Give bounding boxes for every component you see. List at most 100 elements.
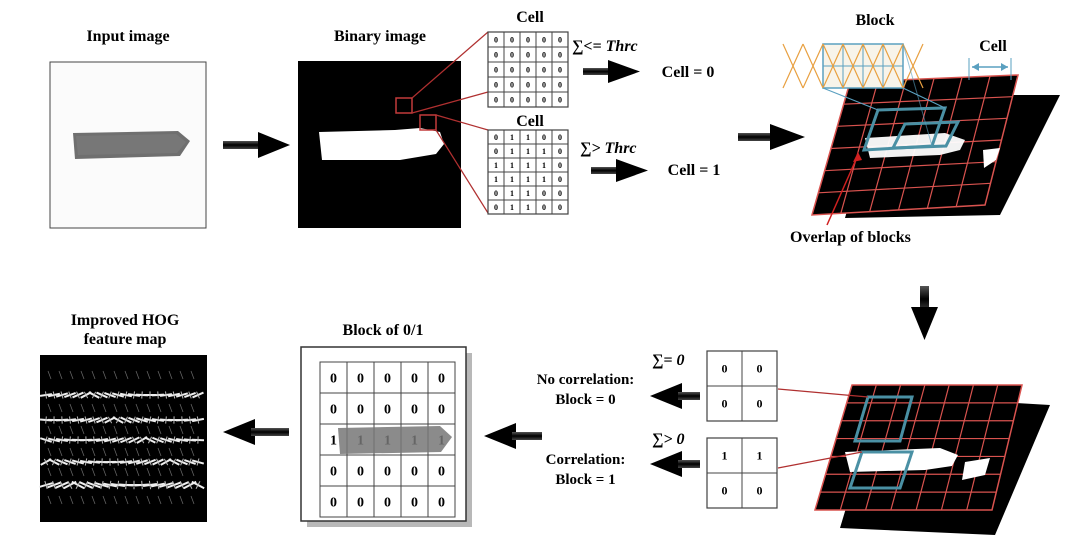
cell-grid-zero-value: 0 xyxy=(542,65,546,74)
cell-grid-one-value: 0 xyxy=(494,147,498,156)
perspective-grid-bottom xyxy=(777,384,1050,535)
arrow-to-block-grid xyxy=(484,423,542,449)
small-block-bottom-value: 1 xyxy=(722,449,728,463)
label-cell-top: Cell xyxy=(516,9,544,26)
block-grid-value: 0 xyxy=(384,371,391,386)
cell-grid-one-value: 1 xyxy=(510,175,514,184)
block-grid-value: 0 xyxy=(384,495,391,510)
label-block-equals-1: Block = 1 xyxy=(555,472,616,488)
cell-grid-zero-value: 0 xyxy=(558,95,562,104)
arrow-down xyxy=(911,286,938,340)
block-grid-value: 0 xyxy=(438,371,445,386)
cell-grid-one-value: 1 xyxy=(510,133,514,142)
cell-grid-one-value: 1 xyxy=(494,175,498,184)
label-sum-gt-threshold: ∑> Thrc xyxy=(580,140,637,157)
block-grid-cell xyxy=(427,485,456,518)
cell-grid-zero-value: 0 xyxy=(542,35,546,44)
cell-grid-zero-value: 0 xyxy=(510,35,514,44)
block-grid-value: 1 xyxy=(330,433,337,448)
cell-grid-zero-value: 0 xyxy=(510,65,514,74)
cell-grid-zero-value: 0 xyxy=(510,50,514,59)
cell-grid-one-value: 0 xyxy=(542,203,546,212)
input-image-panel xyxy=(49,61,207,229)
small-block-top-value: 0 xyxy=(757,397,763,411)
label-hog-line2: feature map xyxy=(83,331,167,348)
binary-image-panel xyxy=(298,31,489,228)
cell-grid-one-value: 0 xyxy=(494,133,498,142)
label-block: Block xyxy=(855,12,895,29)
arrow-input-to-binary xyxy=(223,132,290,158)
cell-grid-one-cell xyxy=(551,199,569,215)
cell-grid-one-value: 1 xyxy=(510,147,514,156)
block-grid-value: 0 xyxy=(438,464,445,479)
block-grid-value: 0 xyxy=(411,495,418,510)
block-grid-value: 0 xyxy=(330,495,337,510)
label-correlation: Correlation: xyxy=(545,452,626,468)
small-block-bottom-cell xyxy=(741,472,778,509)
cell-grid-zero-value: 0 xyxy=(494,35,498,44)
label-cell-equals-0: Cell = 0 xyxy=(661,64,715,81)
small-block-bottom-value: 0 xyxy=(722,484,728,498)
cell-grid-zero-value: 0 xyxy=(526,65,530,74)
arrow-no-correlation xyxy=(650,383,700,409)
cell-grid-one-value: 0 xyxy=(494,189,498,198)
cell-grid-one-value: 0 xyxy=(542,133,546,142)
arrow-to-hog xyxy=(223,419,289,445)
label-cell-right: Cell xyxy=(979,38,1007,55)
block-grid-value: 0 xyxy=(357,495,364,510)
label-sum-gt-0: ∑> 0 xyxy=(652,431,685,448)
label-binary-image: Binary image xyxy=(334,28,426,45)
arrow-correlation xyxy=(650,451,700,477)
arrow-to-block-view xyxy=(738,124,805,150)
small-block-bottom-value: 1 xyxy=(757,449,763,463)
small-block-bottom-value: 0 xyxy=(757,484,763,498)
block-grid-value: 0 xyxy=(330,371,337,386)
cell-grid-one-value: 1 xyxy=(526,189,530,198)
cell-grid-one-value: 1 xyxy=(526,161,530,170)
block-grid-value: 0 xyxy=(438,402,445,417)
label-input-image: Input image xyxy=(86,28,170,45)
block-grid-value: 0 xyxy=(357,464,364,479)
label-no-correlation: No correlation: xyxy=(536,372,635,388)
label-sum-eq-0: ∑= 0 xyxy=(652,352,685,369)
cell-grid-zero-value: 0 xyxy=(558,35,562,44)
label-hog-line1: Improved HOG xyxy=(70,312,180,329)
cell-grid-one-value: 0 xyxy=(558,175,562,184)
cell-grid-one-value: 1 xyxy=(542,175,546,184)
block-grid-value: 0 xyxy=(411,464,418,479)
small-block-top-value: 0 xyxy=(722,362,728,376)
block-grid-value: 0 xyxy=(438,495,445,510)
block-grid-value: 0 xyxy=(384,464,391,479)
block-grid-value: 0 xyxy=(384,402,391,417)
cell-grid-zero-value: 0 xyxy=(542,95,546,104)
label-block-of-01: Block of 0/1 xyxy=(342,322,424,339)
arrow-cell-one xyxy=(591,159,648,182)
small-block-top-cell xyxy=(741,385,778,422)
cell-grid-zero-value: 0 xyxy=(526,35,530,44)
cell-grid-zero-value: 0 xyxy=(542,50,546,59)
cell-grid-zero-value: 0 xyxy=(526,95,530,104)
cell-grid-zero-value: 0 xyxy=(494,65,498,74)
small-block-top-value: 0 xyxy=(722,397,728,411)
small-block-correlation: 1 1 0 0 xyxy=(706,437,778,509)
arrow-cell-zero xyxy=(583,60,640,83)
label-overlap-of-blocks: Overlap of blocks xyxy=(790,229,911,246)
cell-grid-one-value: 0 xyxy=(558,147,562,156)
cell-grid-one-value: 0 xyxy=(558,133,562,142)
cell-grid-zero-value: 0 xyxy=(558,80,562,89)
cell-grid-one-value: 1 xyxy=(542,147,546,156)
cell-grid-one-value: 1 xyxy=(526,203,530,212)
cell-grid-one-value: 1 xyxy=(510,161,514,170)
block-grid-value: 0 xyxy=(411,402,418,417)
cell-grid-one-value: 0 xyxy=(542,189,546,198)
cell-grid-one-value: 1 xyxy=(542,161,546,170)
cell-grid-zero-value: 0 xyxy=(510,80,514,89)
cell-grid-one-value: 0 xyxy=(558,189,562,198)
block-grid-value: 0 xyxy=(357,402,364,417)
cell-grid-zero-value: 0 xyxy=(558,65,562,74)
cell-grid-one-value: 1 xyxy=(510,189,514,198)
cell-grid-one-value: 1 xyxy=(526,147,530,156)
